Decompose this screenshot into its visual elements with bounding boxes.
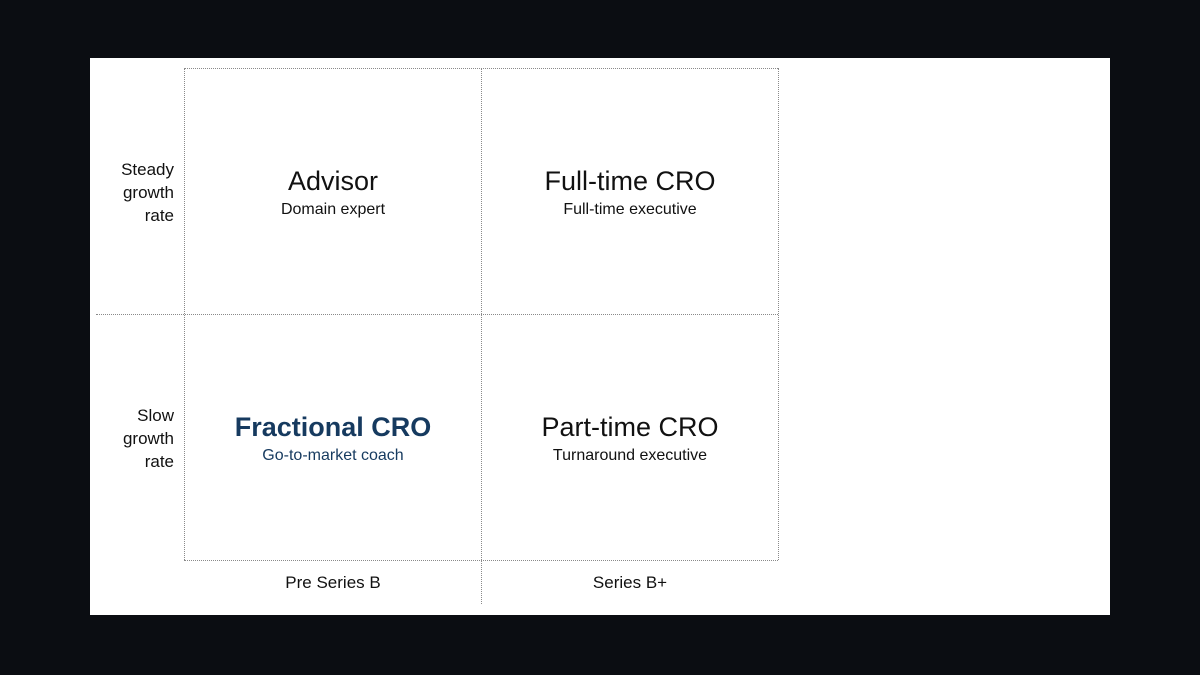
matrix-diagram: Steady growth rate Slow growth rate Advi… <box>90 58 1110 615</box>
quadrant-full-time-cro: Full-time CRO Full-time executive <box>482 165 778 221</box>
quadrant-part-time-cro: Part-time CRO Turnaround executive <box>482 411 778 467</box>
row-label-line: Slow <box>137 406 174 425</box>
grid-right-border <box>778 68 779 560</box>
row-label-slow-growth: Slow growth rate <box>84 404 174 473</box>
grid-center-divider <box>481 68 482 604</box>
quadrant-fractional-cro: Fractional CRO Go-to-market coach <box>185 411 481 467</box>
quadrant-title: Part-time CRO <box>541 412 719 442</box>
quadrant-title: Fractional CRO <box>234 412 432 442</box>
row-label-line: Steady <box>121 160 174 179</box>
row-label-steady-growth: Steady growth rate <box>84 158 174 227</box>
quadrant-title: Advisor <box>287 166 379 196</box>
quadrant-subtitle: Domain expert <box>280 201 386 218</box>
quadrant-subtitle: Turnaround executive <box>552 447 708 464</box>
row-label-line: growth <box>122 183 174 202</box>
quadrant-advisor: Advisor Domain expert <box>185 165 481 221</box>
row-label-line: growth <box>122 429 174 448</box>
quadrant-title: Full-time CRO <box>544 166 716 196</box>
quadrant-subtitle: Go-to-market coach <box>262 447 404 464</box>
column-label-series-b-plus: Series B+ <box>592 573 668 592</box>
grid-middle-divider <box>96 314 778 315</box>
grid-left-border <box>184 68 185 560</box>
column-label-pre-series-b: Pre Series B <box>285 573 381 592</box>
row-label-line: rate <box>144 206 174 225</box>
row-label-line: rate <box>144 452 174 471</box>
quadrant-subtitle: Full-time executive <box>563 201 697 218</box>
